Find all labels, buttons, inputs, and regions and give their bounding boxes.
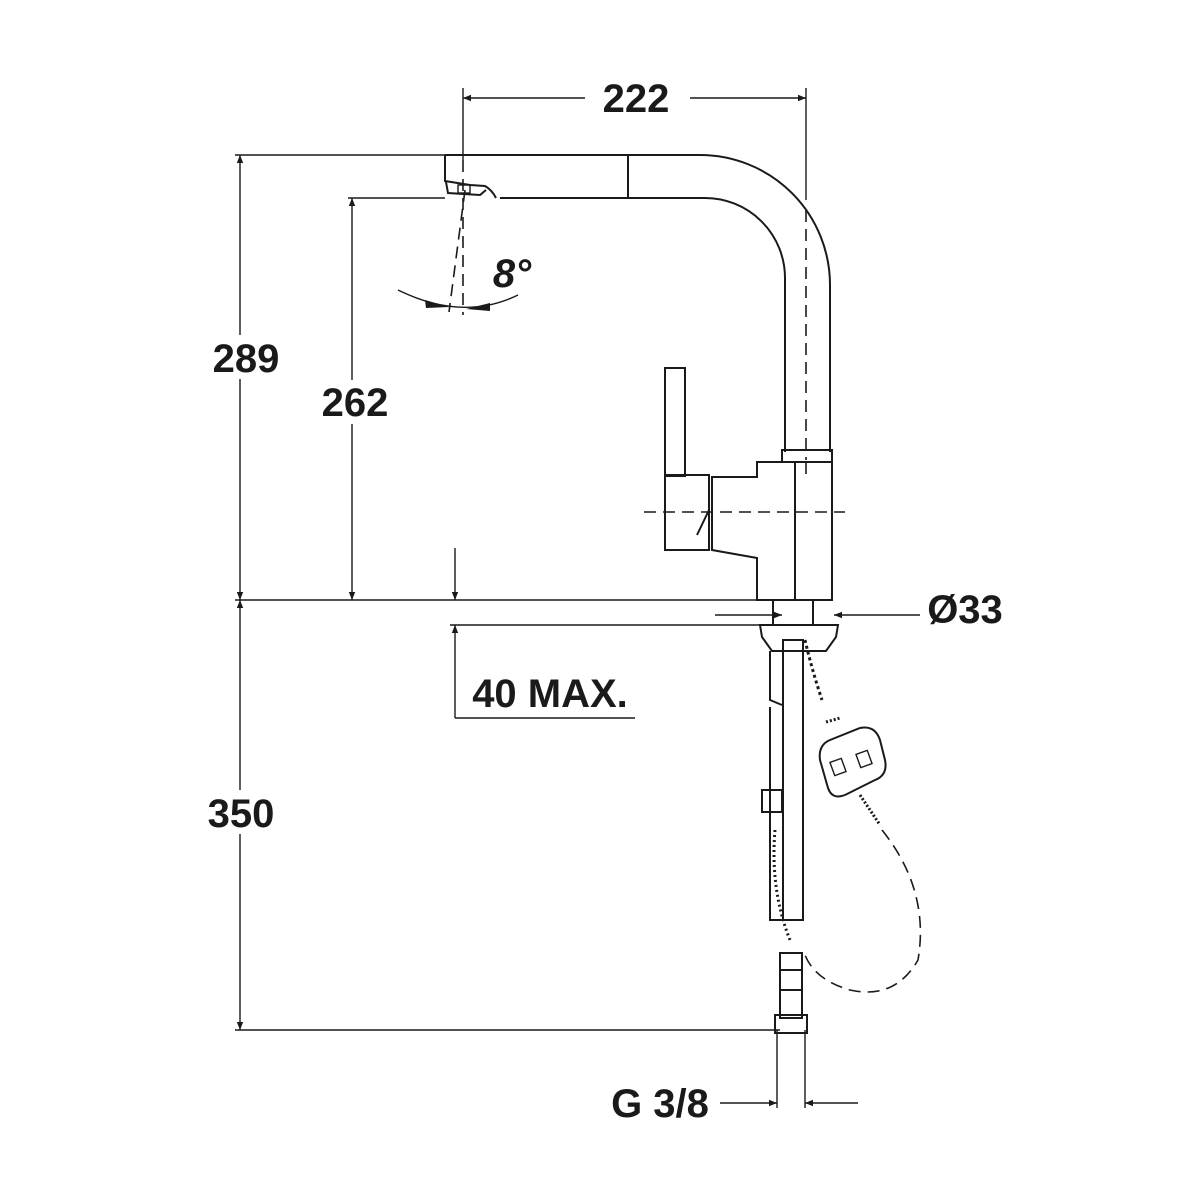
- dimension-label-289: 289: [213, 337, 280, 381]
- inlet-connector: [774, 952, 808, 1034]
- dimension-total-height: 289: [205, 154, 445, 600]
- hose-weight: [804, 716, 922, 993]
- dimension-label-222: 222: [603, 77, 670, 121]
- dimension-label-350: 350: [208, 792, 275, 836]
- dimension-spray-angle: 8°: [397, 189, 532, 313]
- dimension-label-diameter: Ø33: [927, 588, 1003, 632]
- faucet-spout: [444, 154, 831, 452]
- mounting-hardware: [758, 599, 840, 921]
- dimension-max-thickness: 40 MAX.: [450, 548, 760, 719]
- faucet-body: [711, 449, 833, 601]
- dimension-spout-reach: 222: [462, 77, 807, 460]
- hose-hot: [772, 639, 824, 941]
- dimension-spout-height: 262: [315, 197, 445, 600]
- dimension-base-diameter: Ø33: [715, 588, 1003, 632]
- faucet-lever-handle: [644, 367, 845, 551]
- dimension-connection: G 3/8: [611, 1030, 858, 1126]
- dimension-label-connection: G 3/8: [611, 1082, 709, 1126]
- dimension-label-angle: 8°: [493, 252, 532, 296]
- dimension-label-40-max: 40 MAX.: [472, 672, 628, 716]
- dimension-label-262: 262: [322, 381, 389, 425]
- dimension-hose-length: 350: [200, 599, 780, 1031]
